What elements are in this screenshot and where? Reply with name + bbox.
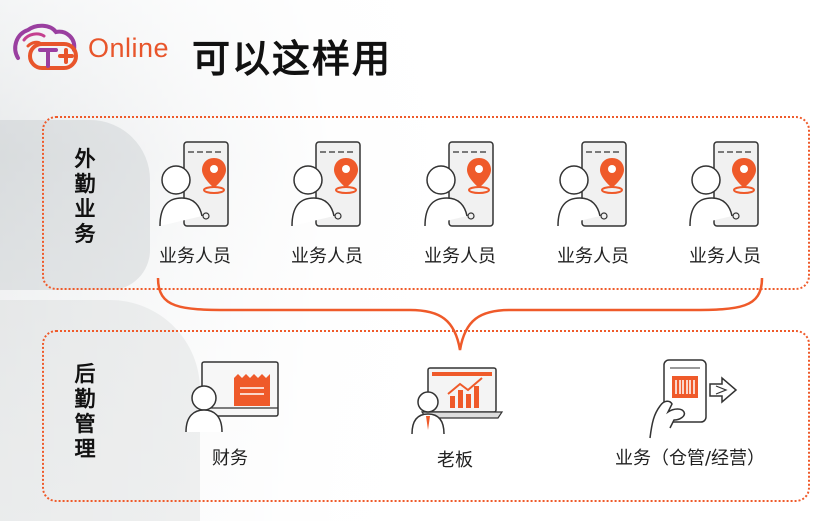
finance-monitor-icon [185,361,279,433]
connector-brace [156,278,764,351]
brand-logo-icon [13,23,78,70]
field-business-label: 外 勤 业 务 [74,147,96,246]
field-staff-location-icon [557,141,627,227]
field-staff-location-icon [291,141,361,227]
background-shape [0,300,200,521]
page-title: 可以这样用 [192,37,393,81]
background-shape [0,120,150,290]
finance-label: 财务 [212,448,248,469]
field-staff-label: 业务人员 [159,246,231,267]
field-staff-label: 业务人员 [689,246,761,267]
warehouse-ops-label: 业务（仓管/经营） [614,448,766,469]
field-staff-location-icon [424,141,494,227]
logo-text: Online [88,33,170,63]
field-staff-label: 业务人员 [291,246,363,267]
field-staff-location-icon [689,141,759,227]
field-staff-location-icon [159,141,229,227]
field-staff-label: 业务人员 [424,246,496,267]
boss-laptop-chart-icon [411,367,504,435]
field-staff-label: 业务人员 [557,246,629,267]
back-office-panel [42,330,810,502]
phone-barcode-scan-icon [649,359,738,439]
back-office-label: 后 勤 管 理 [74,362,96,461]
boss-label: 老板 [437,450,473,471]
field-business-panel [42,116,810,290]
